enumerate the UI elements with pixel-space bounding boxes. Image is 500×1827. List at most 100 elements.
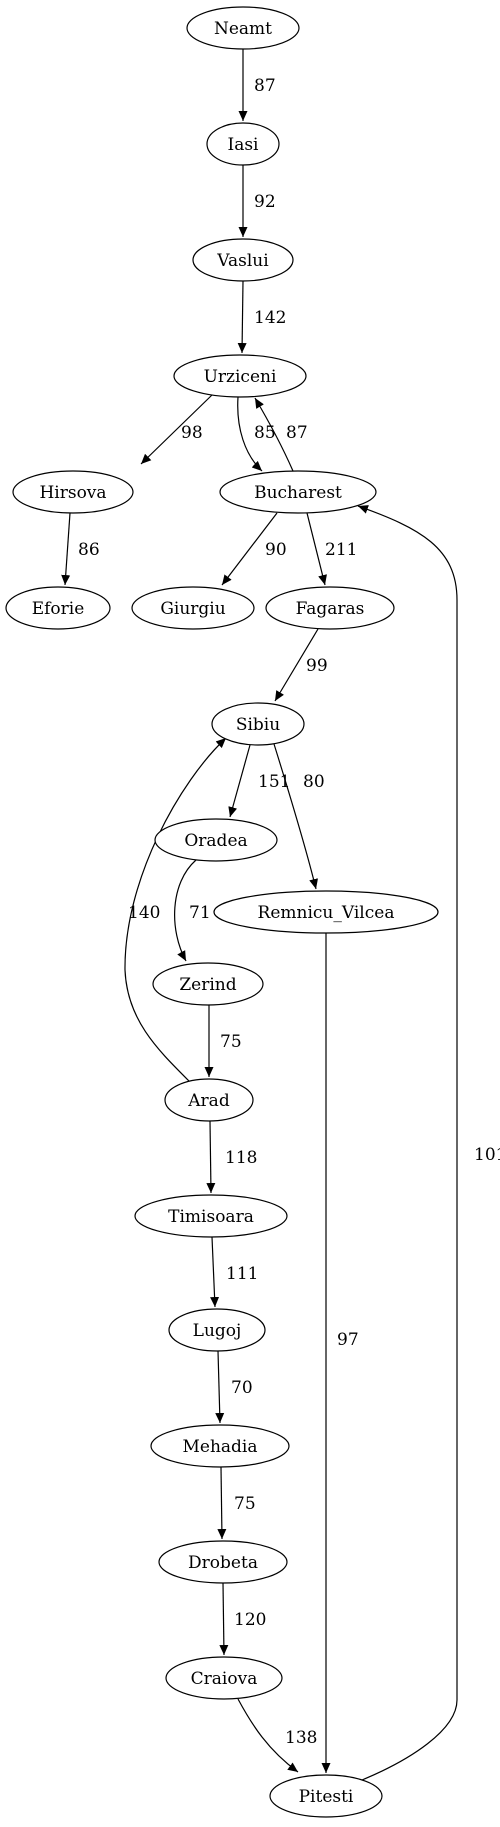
edge-arrow [174, 859, 197, 962]
edge-timisoara-to-lugoj: 111 [210, 1236, 258, 1308]
edge-neamt-to-iasi: 87 [238, 49, 276, 121]
node-arad: Arad [164, 1078, 254, 1122]
edge-weight-label: 97 [337, 1330, 359, 1350]
edge-lugoj-to-mehadia: 70 [215, 1350, 253, 1424]
edge-drobeta-to-craiova: 120 [219, 1582, 266, 1656]
edge-iasi-to-vaslui: 92 [238, 165, 276, 237]
node-ellipse [158, 1540, 288, 1584]
node-vaslui: Vaslui [192, 238, 294, 282]
node-label: Lugoj [193, 1321, 242, 1341]
edge-arrow [237, 1698, 299, 1773]
edge-arrow [210, 1236, 220, 1308]
node-neamt: Neamt [186, 6, 300, 50]
edge-urziceni-to-hirsova: 98 [140, 394, 213, 465]
node-urziceni: Urziceni [173, 354, 307, 398]
node-label: Sibiu [236, 715, 280, 735]
edge-bucharest-to-giurgiu: 90 [221, 512, 287, 586]
edge-weight-label: 140 [128, 903, 160, 923]
node-ellipse [150, 1424, 290, 1468]
node-ellipse [206, 122, 280, 166]
edge-weight-label: 111 [226, 1264, 258, 1284]
node-ellipse [168, 1308, 266, 1352]
node-label: Neamt [214, 19, 272, 39]
node-iasi: Iasi [206, 122, 280, 166]
node-giurgiu: Giurgiu [131, 586, 255, 630]
node-fagaras: Fagaras [265, 586, 395, 630]
node-eforie: Eforie [5, 586, 111, 630]
edge-weight-label: 99 [306, 656, 328, 676]
edge-arad-to-sibiu: 140 [124, 737, 227, 1082]
edge-weight-label: 118 [225, 1148, 257, 1168]
edge-arrow [237, 280, 247, 354]
node-ellipse [211, 702, 305, 746]
node-pitesti: Pitesti [269, 1774, 383, 1818]
edge-arrow [217, 1466, 227, 1540]
node-ellipse [134, 1194, 288, 1238]
edge-arrow [124, 737, 227, 1082]
edge-fagaras-to-sibiu: 99 [274, 628, 328, 702]
node-remnicu-vilcea: Remnicu_Vilcea [213, 890, 439, 934]
node-sibiu: Sibiu [211, 702, 305, 746]
node-ellipse [152, 962, 264, 1006]
edge-oradea-to-zerind: 71 [174, 859, 211, 962]
node-label: Iasi [227, 135, 259, 155]
edge-zerind-to-arad: 75 [204, 1005, 242, 1077]
edge-weight-label: 86 [78, 540, 100, 560]
edge-weight-label: 92 [254, 192, 276, 212]
edge-weight-label: 90 [265, 540, 287, 560]
node-lugoj: Lugoj [168, 1308, 266, 1352]
node-ellipse [219, 470, 377, 514]
node-label: Drobeta [188, 1553, 258, 1573]
edge-weight-label: 87 [254, 76, 276, 96]
edge-weight-label: 75 [220, 1032, 242, 1052]
node-label: Pitesti [299, 1787, 354, 1807]
edge-arrow [219, 1582, 229, 1656]
node-mehadia: Mehadia [150, 1424, 290, 1468]
node-label: Fagaras [296, 599, 365, 619]
node-ellipse [12, 470, 134, 514]
node-label: Giurgiu [160, 599, 225, 619]
edge-urziceni-to-bucharest: 85 [237, 396, 276, 472]
edge-weight-label: 75 [234, 1494, 256, 1514]
edge-arrow [274, 628, 319, 702]
edge-weight-label: 98 [181, 423, 203, 443]
node-ellipse [165, 1656, 283, 1700]
node-label: Eforie [32, 599, 85, 619]
node-ellipse [154, 818, 278, 862]
node-ellipse [131, 586, 255, 630]
node-ellipse [265, 586, 395, 630]
node-ellipse [164, 1078, 254, 1122]
node-label: Remnicu_Vilcea [258, 903, 395, 923]
edge-arrow [357, 505, 458, 1781]
node-drobeta: Drobeta [158, 1540, 288, 1584]
edge-weight-label: 151 [258, 772, 290, 792]
edge-weight-label: 120 [234, 1610, 266, 1630]
node-ellipse [5, 586, 111, 630]
node-oradea: Oradea [154, 818, 278, 862]
node-ellipse [192, 238, 294, 282]
edge-pitesti-to-bucharest: 101 [357, 505, 500, 1781]
edge-weight-label: 80 [303, 772, 325, 792]
edge-weight-label: 101 [474, 1145, 500, 1165]
node-label: Oradea [184, 831, 247, 851]
edge-vaslui-to-urziceni: 142 [237, 280, 286, 354]
edge-weight-label: 85 [254, 423, 276, 443]
edge-arrow [254, 397, 294, 472]
node-label: Arad [187, 1091, 230, 1111]
edge-weight-label: 211 [325, 540, 357, 560]
node-label: Mehadia [182, 1437, 257, 1457]
node-label: Timisoara [168, 1207, 254, 1227]
node-label: Zerind [179, 975, 236, 995]
edge-arrow [306, 512, 327, 586]
edge-craiova-to-pitesti: 138 [237, 1698, 317, 1773]
node-timisoara: Timisoara [134, 1194, 288, 1238]
node-hirsova: Hirsova [12, 470, 134, 514]
edge-weight-label: 70 [231, 1378, 253, 1398]
edge-arrow [221, 512, 278, 586]
node-label: Bucharest [254, 483, 342, 503]
edge-weight-label: 138 [285, 1728, 317, 1748]
edge-arrow [206, 1120, 216, 1194]
node-ellipse [213, 890, 439, 934]
